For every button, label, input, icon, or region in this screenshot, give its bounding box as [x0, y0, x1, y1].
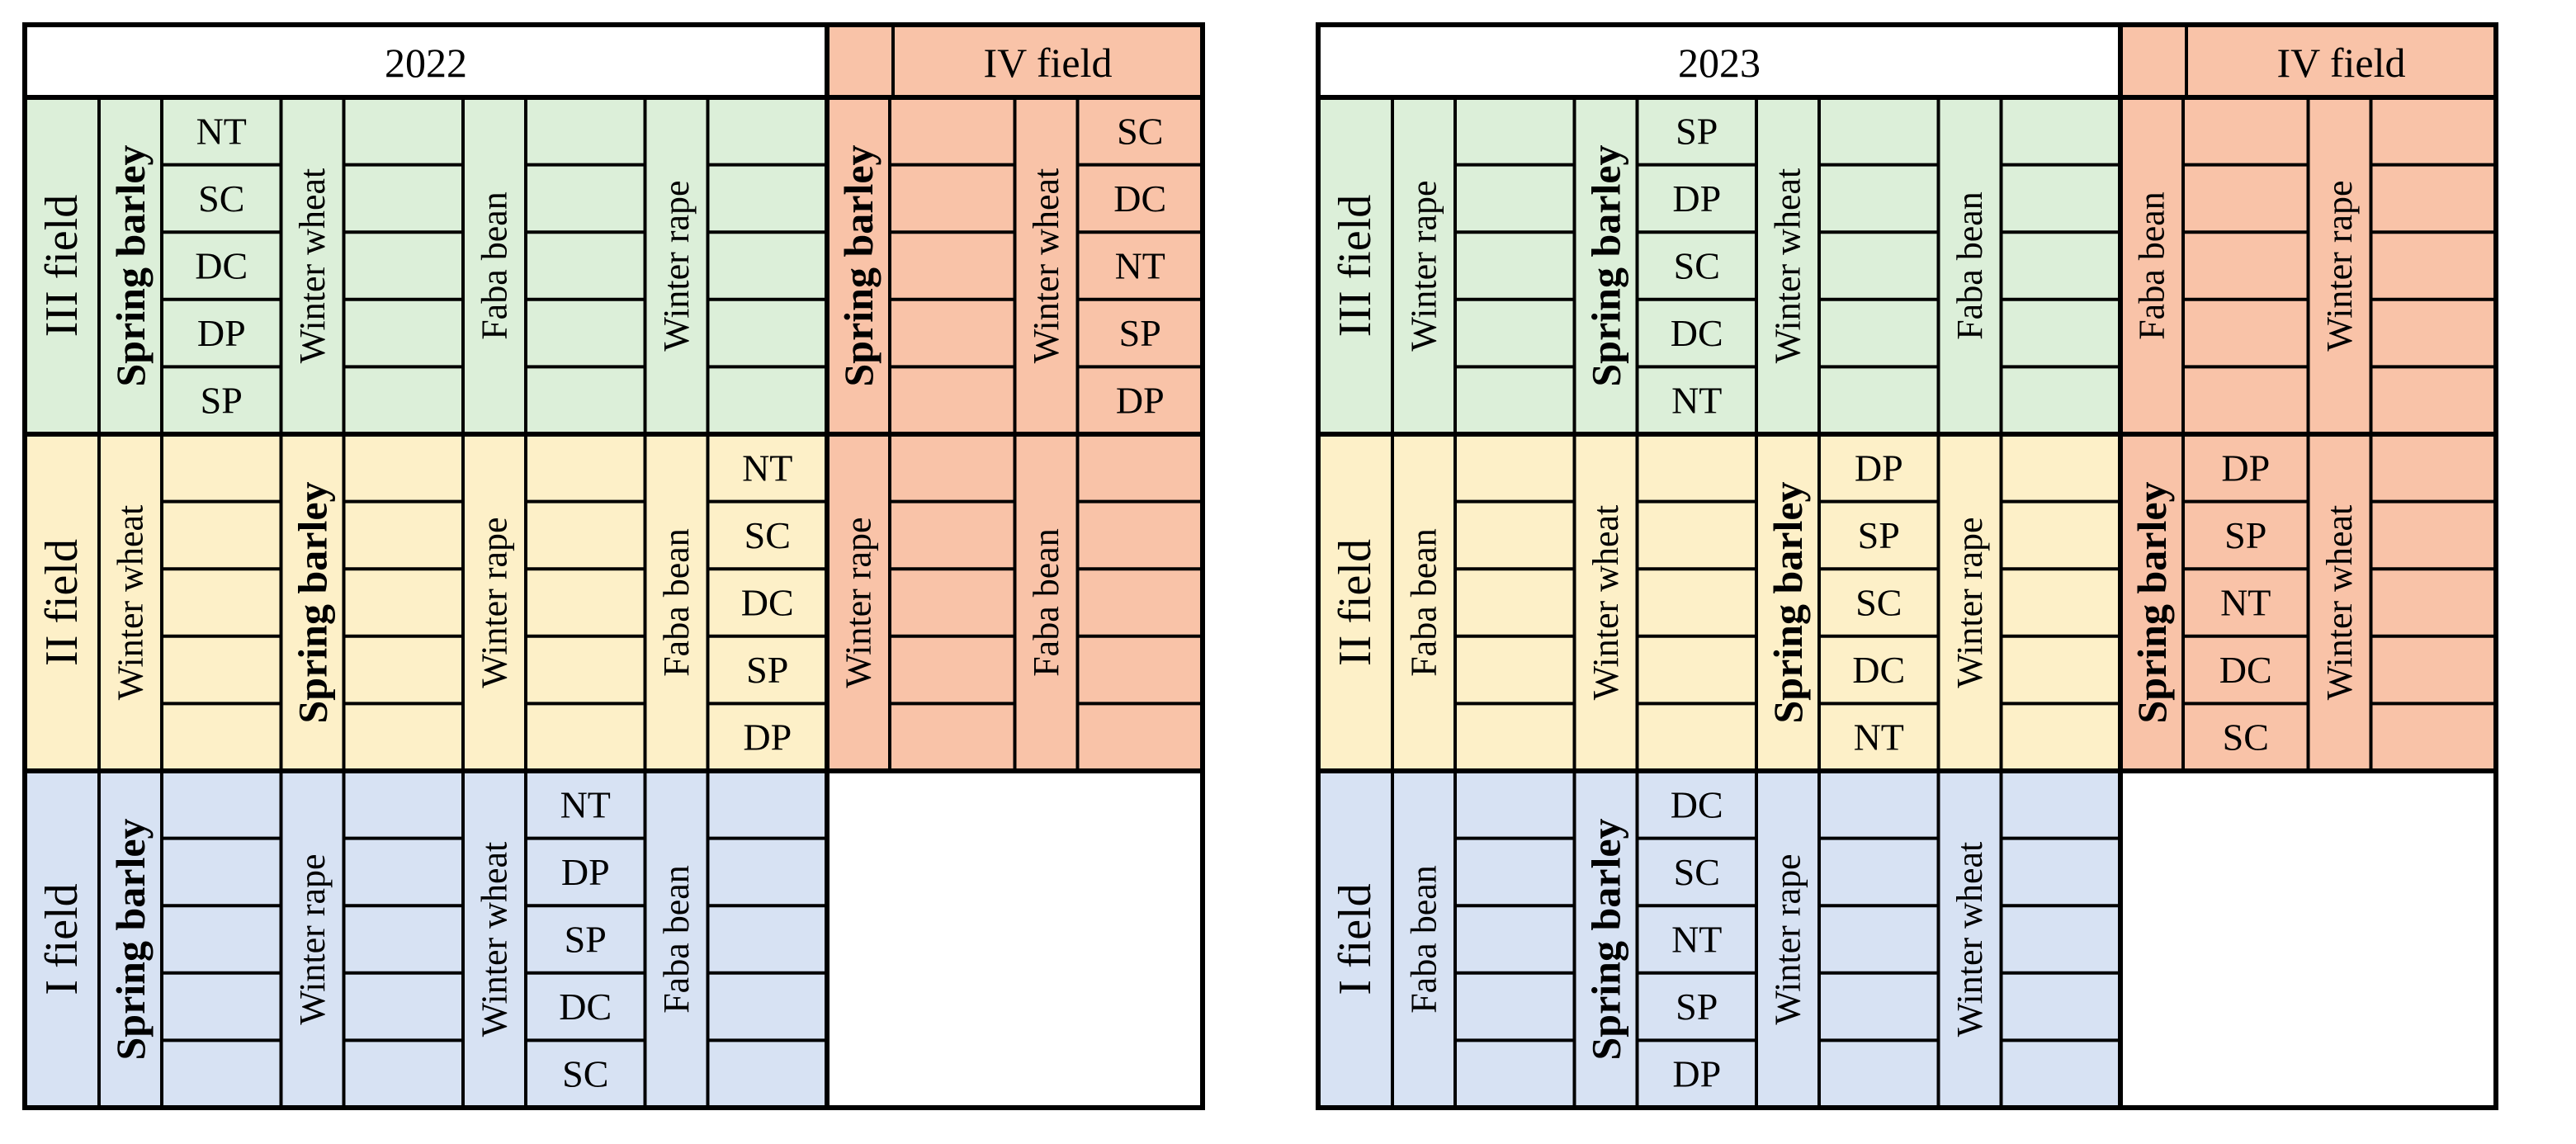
iv-field-header	[825, 23, 1204, 99]
crop-label: Spring barley	[1765, 481, 1811, 723]
treatment-label: DP	[197, 312, 246, 354]
treatment-label: SP	[746, 649, 788, 691]
crop-label: Winter rape	[656, 180, 697, 351]
crop-label: Spring barley	[1583, 144, 1629, 386]
field-block	[1316, 433, 2122, 773]
crop-label: Winter wheat	[1026, 168, 1066, 363]
crop-label: Faba bean	[475, 191, 515, 340]
treatment-label: DP	[1672, 1053, 1721, 1095]
crop-label: Winter rape	[839, 517, 879, 688]
treatment-label: SP	[565, 919, 607, 961]
treatment-label: SP	[1676, 986, 1718, 1028]
treatment-label: DC	[559, 986, 612, 1028]
treatment-label: NT	[1671, 380, 1722, 422]
empty-cell	[825, 769, 1204, 1109]
crop-label: Winter wheat	[1768, 168, 1808, 363]
crop-label: Faba bean	[656, 865, 697, 1014]
treatment-label: NT	[1115, 245, 1165, 287]
crop-label: Winter wheat	[292, 168, 333, 363]
crop-label: Spring barley	[290, 481, 336, 723]
treatment-label: DP	[2221, 447, 2270, 489]
crop-label: Winter rape	[1950, 517, 1990, 688]
crop-label: Winter wheat	[475, 842, 515, 1037]
treatment-label: SP	[1119, 312, 1161, 354]
crop-label: Winter rape	[1404, 180, 1444, 351]
field-label: III field	[1330, 195, 1381, 338]
treatment-label: DC	[1671, 312, 1723, 354]
crop-label: Faba bean	[1026, 528, 1066, 677]
empty-cell	[2119, 769, 2498, 1109]
treatment-label: SP	[2224, 514, 2266, 556]
treatment-label: NT	[560, 783, 611, 825]
crop-label: Spring barley	[107, 144, 154, 386]
treatment-label: DP	[1116, 380, 1165, 422]
treatment-label: NT	[2220, 582, 2271, 624]
treatment-label: SP	[1676, 110, 1718, 152]
treatment-label: SC	[1117, 110, 1163, 152]
field-block	[23, 433, 829, 773]
panel-outline	[1316, 22, 2498, 1110]
crop-label: Winter rape	[292, 853, 333, 1024]
treatment-label: DC	[1113, 177, 1166, 220]
year-label: 2023	[1678, 40, 1761, 86]
treatment-label: DP	[1672, 177, 1721, 220]
treatment-label: SC	[1674, 851, 1720, 893]
treatment-label: NT	[742, 447, 792, 489]
field-label: I field	[1330, 883, 1381, 995]
crop-label: Faba bean	[1950, 191, 1990, 340]
crop-label: Winter rape	[2319, 180, 2360, 351]
treatment-label: SC	[1674, 245, 1720, 287]
crop-label: Winter wheat	[1950, 842, 1990, 1037]
treatment-label: NT	[1854, 716, 1904, 759]
field-label: III field	[36, 195, 87, 338]
crop-label: Spring barley	[107, 818, 154, 1060]
field-block	[1316, 769, 2122, 1109]
field-label: II field	[36, 539, 87, 666]
treatment-label: DC	[741, 582, 794, 624]
treatment-label: SP	[201, 380, 243, 422]
crop-label: Faba bean	[656, 528, 697, 677]
crop-label: Winter wheat	[2319, 505, 2360, 700]
treatment-label: SC	[2223, 716, 2269, 759]
crop-label: Spring barley	[1583, 818, 1629, 1060]
treatment-label: SC	[562, 1053, 608, 1095]
crop-label: Faba bean	[1404, 528, 1444, 677]
treatment-label: DC	[195, 245, 248, 287]
crop-label: Winter rape	[1768, 853, 1808, 1024]
treatment-label: DP	[561, 851, 610, 893]
treatment-label: DC	[2219, 649, 2272, 691]
crop-label: Winter rape	[475, 517, 515, 688]
iv-field-label: IV field	[2277, 40, 2406, 86]
treatment-label: DP	[743, 716, 792, 759]
treatment-label: SC	[198, 177, 244, 220]
treatment-label: SP	[1858, 514, 1900, 556]
crop-label: Faba bean	[1404, 865, 1444, 1014]
treatment-label: SC	[744, 514, 791, 556]
treatment-label: DC	[1671, 783, 1723, 825]
crop-label: Faba bean	[2132, 191, 2172, 340]
year-label: 2022	[385, 40, 467, 86]
treatment-label: NT	[196, 110, 247, 152]
crop-label: Winter wheat	[111, 505, 151, 700]
crop-label: Winter wheat	[1586, 505, 1626, 700]
treatment-label: NT	[1671, 919, 1722, 961]
field-label: II field	[1330, 539, 1381, 666]
panel-outline	[22, 22, 1205, 1110]
treatment-label: DP	[1855, 447, 1903, 489]
treatment-label: SC	[1855, 582, 1902, 624]
field-label: I field	[36, 883, 87, 995]
iv-field-label: IV field	[984, 40, 1113, 86]
crop-label: Spring barley	[2129, 481, 2175, 723]
crop-label: Spring barley	[835, 144, 882, 386]
treatment-label: DC	[1852, 649, 1905, 691]
